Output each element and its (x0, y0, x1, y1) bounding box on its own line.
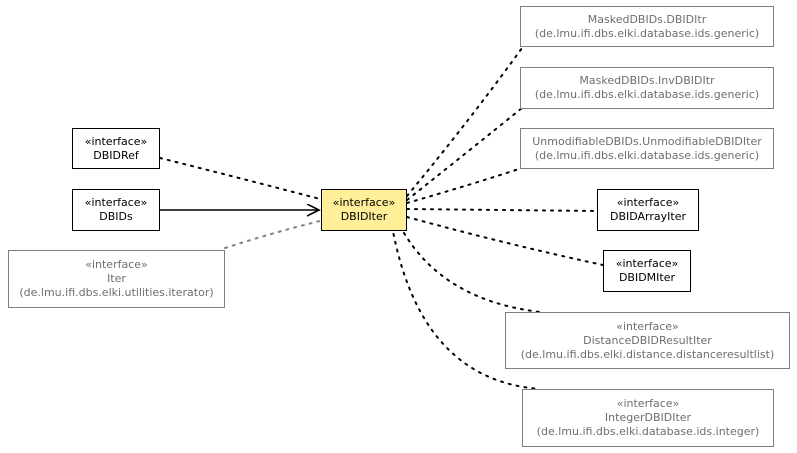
edge-dbiditer-masked-dbiditr (406, 47, 523, 197)
edge-dbiditer-dbidmiter (406, 216, 604, 266)
stereotype-label: «interface» (84, 134, 148, 148)
edge-dbiditer-masked-invdbiditr (406, 107, 523, 201)
package-name: (de.lmu.ifi.dbs.elki.database.ids.generi… (534, 148, 760, 162)
package-name: (de.lmu.ifi.dbs.elki.database.ids.intege… (536, 425, 760, 438)
node-integer-iter[interactable]: «interface» IntegerDBIDIter (de.lmu.ifi.… (522, 389, 774, 447)
class-name: DistanceDBIDResultIter (583, 333, 712, 347)
node-dbids[interactable]: «interface» DBIDs (72, 189, 160, 231)
node-dbidref[interactable]: «interface» DBIDRef (72, 128, 160, 169)
node-unmodifiable-iter[interactable]: UnmodifiableDBIDs.UnmodifiableDBIDIter (… (520, 128, 774, 169)
class-name: DBIDRef (93, 148, 139, 162)
class-name: IntegerDBIDIter (604, 411, 692, 424)
stereotype-label: «interface» (616, 319, 679, 333)
node-masked-invdbiditr[interactable]: MaskedDBIDs.InvDBIDItr (de.lmu.ifi.dbs.e… (520, 67, 774, 109)
node-iter[interactable]: «interface» Iter (de.lmu.ifi.dbs.elki.ut… (8, 250, 225, 308)
edge-dbiditer-dbidarrayiter (406, 208, 598, 212)
node-dbidarrayiter[interactable]: «interface» DBIDArrayIter (597, 189, 699, 231)
stereotype-label: «interface» (84, 196, 148, 209)
package-name: (de.lmu.ifi.dbs.elki.distance.distancere… (520, 347, 775, 361)
edge-dbiditer-distance-iter (399, 225, 541, 313)
class-name: DBIDMIter (618, 271, 676, 284)
class-name: DBIDs (99, 210, 133, 223)
package-name: (de.lmu.ifi.dbs.elki.utilities.iterator) (19, 286, 214, 299)
class-name: MaskedDBIDs.InvDBIDItr (579, 74, 715, 87)
package-name: (de.lmu.ifi.dbs.elki.database.ids.generi… (534, 26, 760, 40)
edge-dbiditer-integer-iter (391, 225, 541, 390)
stereotype-label: «interface» (332, 196, 396, 209)
node-dbiditer[interactable]: «interface» DBIDIter (321, 189, 407, 231)
class-name: Iter (107, 272, 126, 285)
node-dbidmiter[interactable]: «interface» DBIDMIter (603, 250, 691, 292)
class-name: UnmodifiableDBIDs.UnmodifiableDBIDIter (532, 134, 762, 148)
node-masked-dbiditr[interactable]: MaskedDBIDs.DBIDItr (de.lmu.ifi.dbs.elki… (520, 6, 774, 47)
class-name: MaskedDBIDs.DBIDItr (587, 12, 707, 26)
stereotype-label: «interface» (85, 258, 148, 271)
class-name: DBIDArrayIter (609, 210, 686, 223)
class-name: DBIDIter (340, 210, 388, 223)
stereotype-label: «interface» (616, 397, 680, 410)
stereotype-label: «interface» (615, 257, 679, 270)
stereotype-label: «interface» (616, 196, 680, 209)
edge-dbidref-dbiditer (159, 157, 321, 200)
edge-dbiditer-unmodifiable-iter (406, 167, 523, 204)
node-distance-iter[interactable]: «interface» DistanceDBIDResultIter (de.l… (505, 312, 790, 369)
package-name: (de.lmu.ifi.dbs.elki.database.ids.generi… (534, 88, 760, 101)
edge-iter-dbiditer (224, 220, 321, 249)
